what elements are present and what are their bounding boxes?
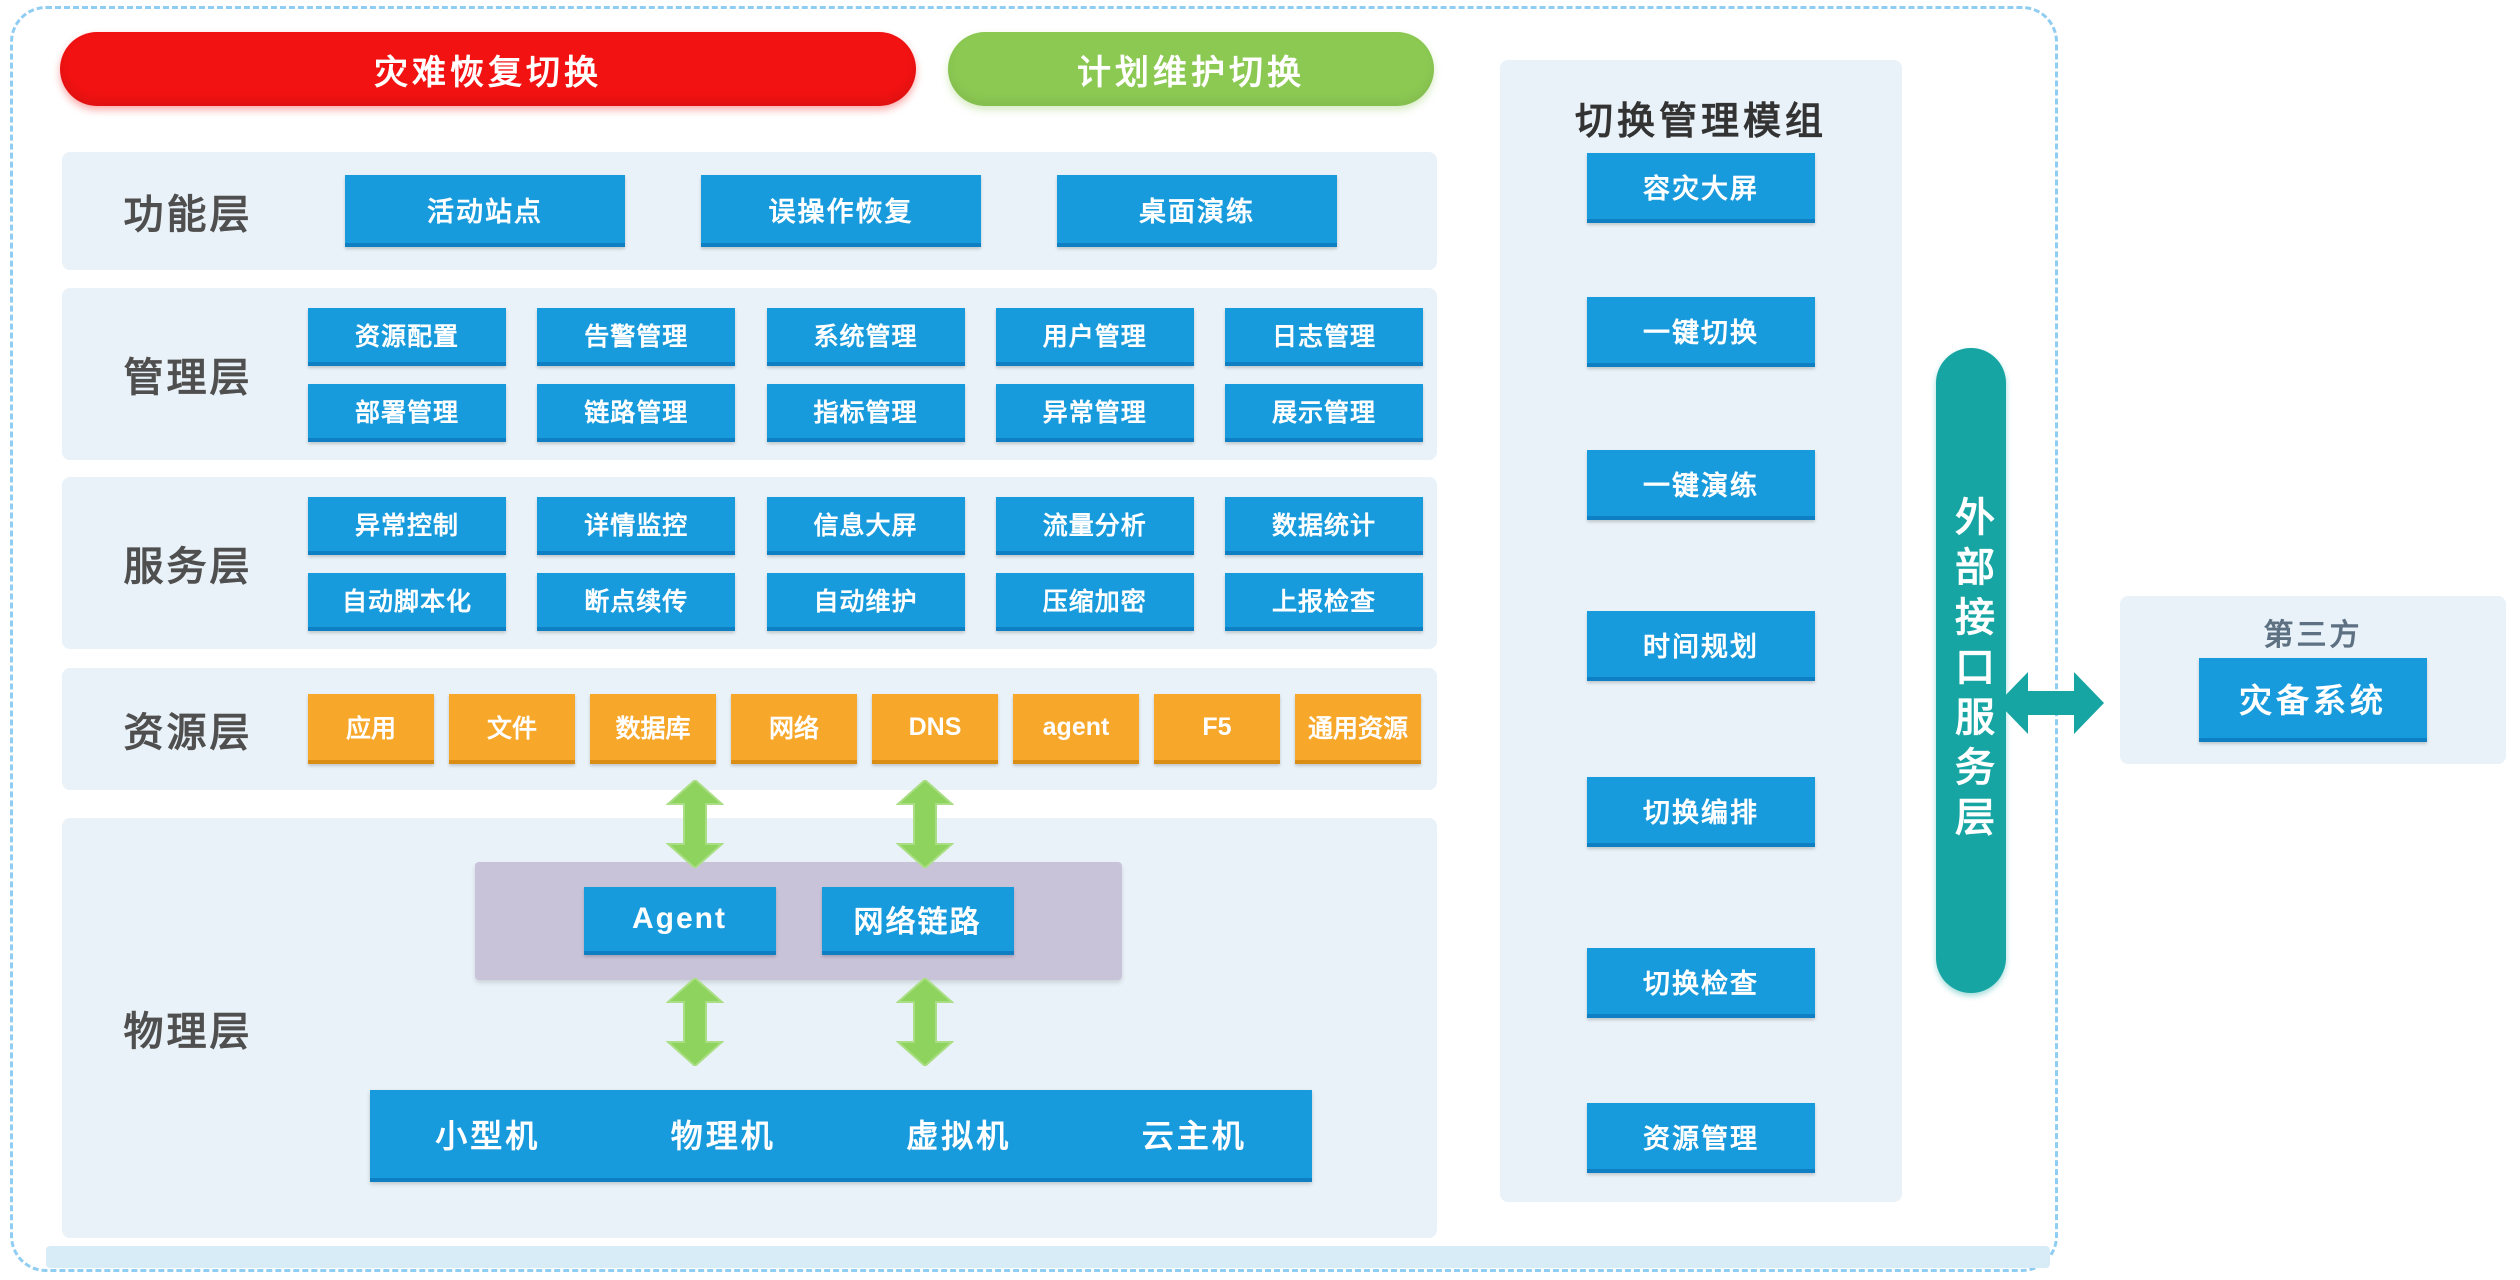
switch-module-node: 切换检查 [1587,948,1815,1018]
agent-node: Agent [583,887,776,955]
disaster-recovery-switch-pill: 灾难恢复切换 [60,32,916,106]
planned-maintenance-switch-pill: 计划维护切换 [948,32,1434,106]
resource-layer-panel: 资源层 应用 文件 数据库 网络 DNS agent F5 通用资源 [62,668,1437,790]
service-node: 异常控制 [308,497,506,555]
management-node: 展示管理 [1225,384,1423,442]
resource-button-row: 应用 文件 数据库 网络 DNS agent F5 通用资源 [308,694,1421,764]
service-layer-panel: 服务层 异常控制 详情监控 信息大屏 流量分析 数据统计 自动脚本化 断点续传 … [62,477,1437,649]
third-party-panel: 第三方 灾备系统 [2120,596,2506,764]
double-arrow-icon [666,978,724,1066]
service-node: 信息大屏 [766,497,965,555]
service-node: 断点续传 [537,573,736,631]
network-link-node: 网络链路 [821,887,1014,955]
function-layer-label: 功能层 [123,193,253,237]
function-node: 活动站点 [345,175,625,247]
resource-node: 通用资源 [1295,694,1421,764]
machine-label: 小型机 [435,1118,541,1154]
management-node: 日志管理 [1225,308,1423,366]
physical-layer-label: 物理层 [123,1010,253,1054]
switch-module-node: 容灾大屏 [1587,153,1815,223]
external-interface-label: 外部接口服务层 [1949,495,1993,846]
resource-node: F5 [1154,694,1280,764]
switch-module-node: 切换编排 [1587,777,1815,847]
management-node: 系统管理 [766,308,965,366]
machines-bar: 小型机 物理机 虚拟机 云主机 [370,1090,1312,1182]
double-arrow-icon [896,780,954,868]
management-button-row-2: 部署管理 链路管理 指标管理 异常管理 展示管理 [308,384,1423,442]
management-layer-label: 管理层 [123,356,253,400]
resource-layer-label: 资源层 [123,711,253,755]
resource-node: 文件 [449,694,575,764]
switch-module-node: 资源管理 [1587,1103,1815,1173]
machine-label: 云主机 [1141,1118,1247,1154]
management-button-row-1: 资源配置 告警管理 系统管理 用户管理 日志管理 [308,308,1423,366]
bottom-strip [46,1246,2050,1268]
double-arrow-icon [666,780,724,868]
external-interface-pill: 外部接口服务层 [1936,348,2006,993]
switch-module-title: 切换管理模组 [1574,101,1827,143]
management-node: 指标管理 [766,384,965,442]
function-node: 桌面演练 [1057,175,1337,247]
management-node: 资源配置 [308,308,506,366]
resource-node: 应用 [308,694,434,764]
middleware-box: Agent 网络链路 [475,862,1122,980]
management-node: 链路管理 [537,384,736,442]
resource-node: 网络 [731,694,857,764]
switch-module-node: 一键演练 [1587,450,1815,520]
resource-node: DNS [872,694,998,764]
management-node: 告警管理 [537,308,736,366]
management-node: 异常管理 [995,384,1194,442]
service-node: 上报检查 [1225,573,1423,631]
resource-node: agent [1013,694,1139,764]
management-node: 用户管理 [995,308,1194,366]
function-node: 误操作恢复 [701,175,981,247]
service-layer-label: 服务层 [123,545,253,589]
management-node: 部署管理 [308,384,506,442]
service-button-row-2: 自动脚本化 断点续传 自动维护 压缩加密 上报检查 [308,573,1423,631]
service-node: 流量分析 [995,497,1194,555]
service-node: 自动脚本化 [308,573,506,631]
management-layer-panel: 管理层 资源配置 告警管理 系统管理 用户管理 日志管理 部署管理 链路管理 指… [62,288,1437,460]
double-arrow-icon [1998,672,2104,734]
machine-label: 虚拟机 [906,1118,1012,1154]
resource-node: 数据库 [590,694,716,764]
service-button-row-1: 异常控制 详情监控 信息大屏 流量分析 数据统计 [308,497,1423,555]
switch-module-node: 时间规划 [1587,611,1815,681]
service-node: 自动维护 [766,573,965,631]
disaster-backup-system-node: 灾备系统 [2199,658,2427,742]
service-node: 详情监控 [537,497,736,555]
switch-module-node: 一键切换 [1587,297,1815,367]
machine-label: 物理机 [670,1118,776,1154]
double-arrow-icon [896,978,954,1066]
third-party-title: 第三方 [2263,619,2363,652]
service-node: 数据统计 [1225,497,1423,555]
function-layer-panel: 功能层 活动站点 误操作恢复 桌面演练 [62,152,1437,270]
function-button-row: 活动站点 误操作恢复 桌面演练 [345,175,1337,247]
service-node: 压缩加密 [995,573,1194,631]
switch-module-panel: 切换管理模组 容灾大屏 一键切换 一键演练 时间规划 切换编排 切换检查 资源管… [1500,60,1902,1202]
